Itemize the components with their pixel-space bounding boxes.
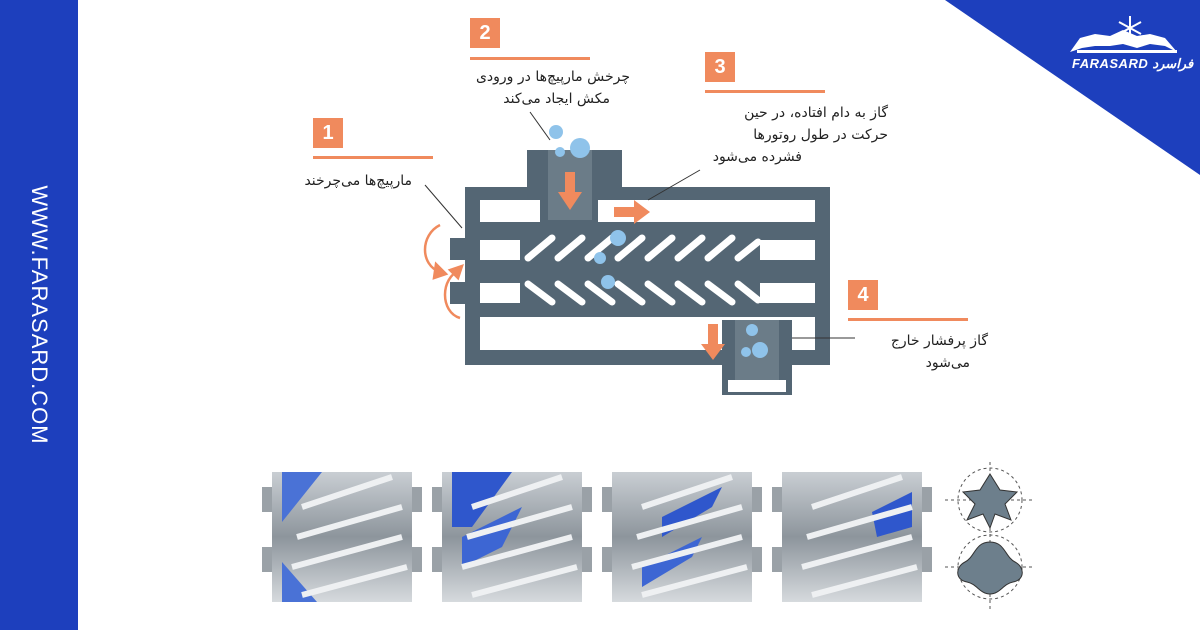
step-2-label-line1: چرخش مارپیچ‌ها در ورودی [475, 69, 630, 85]
rotation-arrow-icon [423, 223, 464, 320]
compressor-housing [450, 150, 830, 395]
step-4-badge: 4 [848, 280, 878, 310]
rotor-stage-4 [772, 472, 932, 602]
step-3-label-line1: گاز به دام افتاده، در حین [744, 105, 888, 121]
rotor-stage-1 [262, 472, 422, 602]
step-4-line [848, 318, 968, 321]
rotor-cross-section [945, 462, 1035, 612]
step-3-line [705, 90, 825, 93]
step-1-label: مارپیچ‌ها می‌چرخند [304, 173, 412, 189]
step-4-label-line1: گاز پرفشار خارج [890, 333, 988, 349]
step-3-badge: 3 [705, 52, 735, 82]
snowflake-icon [1118, 16, 1142, 40]
step-3-label-line3: فشرده می‌شود [712, 149, 802, 165]
step-2-label-line2: مکش ایجاد می‌کند [503, 91, 610, 107]
rotor-stages [262, 472, 932, 602]
step-2-line [470, 57, 590, 60]
flow-arrow-icon [558, 172, 725, 360]
rotor-stage-2 [432, 472, 592, 602]
logo-mark [1070, 30, 1177, 53]
gas-bubble-icon [549, 125, 768, 358]
sidebar: WWW.FARASARD.COM [0, 0, 78, 630]
rotor-helix [524, 234, 762, 306]
logo-text: FARASARD فراسرد [1072, 56, 1194, 71]
step-1-line [313, 156, 433, 159]
leader-lines [424, 111, 855, 339]
step-1-badge: 1 [313, 118, 343, 148]
step-3-label-line2: حرکت در طول روتورها [753, 127, 888, 143]
step-4-label-line2: می‌شود [925, 355, 970, 371]
rotor-stage-3 [602, 472, 762, 602]
brand-corner [945, 0, 1200, 175]
step-2-badge: 2 [470, 18, 500, 48]
